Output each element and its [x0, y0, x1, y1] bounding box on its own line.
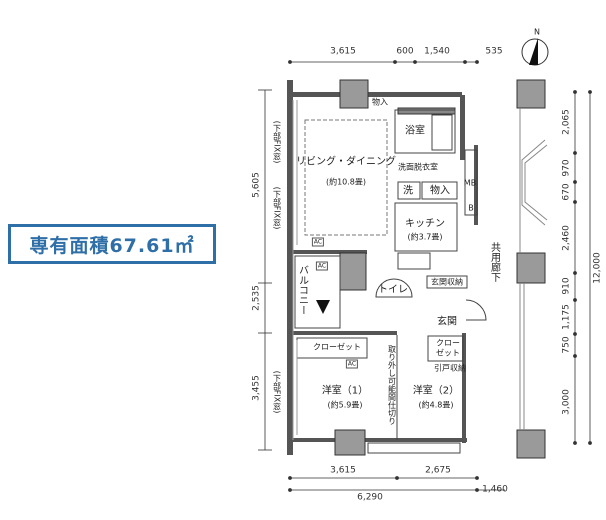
ac-label-balcony: AC — [315, 261, 329, 271]
washroom-label: 洗面脱衣室 — [398, 162, 438, 172]
room1-size: (約5.9畳) — [327, 400, 363, 410]
corridor-label: 共用廊下 — [488, 242, 500, 282]
kitchen-size: (約3.7畳) — [407, 232, 443, 242]
dim-right-5: 910 — [561, 277, 572, 295]
dim-left-3: 3,455 — [251, 375, 262, 401]
dim-right-4: 2,460 — [561, 225, 572, 251]
walls — [287, 80, 478, 455]
partition-label: 取り外し可能間仕切り — [387, 345, 397, 425]
compass-icon — [521, 38, 549, 66]
ac-label-room1: AC — [345, 359, 359, 369]
wash-label: 洗 — [403, 185, 413, 197]
dim-left-2: 2,535 — [251, 285, 262, 311]
kitchen-label: キッチン — [405, 218, 445, 230]
fix-window-label-2: (下部FIX窓) — [272, 186, 282, 230]
storage-top-label: 物入 — [372, 97, 388, 107]
b-label: B — [468, 203, 474, 213]
dim-top-4: 535 — [485, 46, 503, 57]
sliding-storage-label: 引戸収納 — [434, 363, 466, 373]
dim-bottom-4: 1,460 — [482, 484, 508, 495]
fix-window-label-3: (下部FIX窓) — [272, 370, 282, 414]
entrance-label: 玄関 — [437, 316, 457, 328]
entrance-storage-label: 玄関収納 — [431, 277, 463, 287]
room2-label: 洋室（2） — [412, 385, 460, 397]
dim-right-3: 670 — [561, 183, 572, 201]
dim-left-1: 5,605 — [251, 172, 262, 198]
mb-label: MB — [463, 178, 477, 188]
dim-top-1: 3,615 — [330, 46, 356, 57]
dim-right-6: 1,175 — [561, 304, 572, 330]
living-size: (約10.8畳) — [325, 177, 367, 187]
balcony-triangle-icon — [316, 300, 330, 314]
fix-window-label-1: (下部FIX窓) — [272, 120, 282, 164]
ac-label-living: AC — [311, 237, 325, 247]
living-label: リビング・ダイニング — [296, 156, 396, 168]
dim-right-2: 970 — [561, 159, 572, 177]
balcony-label: バルコニー — [296, 265, 308, 315]
dim-bottom-1: 3,615 — [330, 465, 356, 476]
dim-right-7: 750 — [561, 336, 572, 354]
closet2-label-b: ゼット — [436, 348, 460, 358]
dim-right-8: 3,000 — [561, 389, 572, 415]
columns — [334, 79, 546, 459]
dim-bottom-2: 2,675 — [425, 465, 451, 476]
closet1-label: クローゼット — [313, 342, 361, 352]
room2-size: (約4.8畳) — [418, 400, 454, 410]
bath-label: 浴室 — [405, 125, 425, 137]
dim-right-total: 12,000 — [592, 252, 603, 284]
closet2-label-a: クロー — [436, 338, 460, 348]
dim-bottom-3: 6,290 — [357, 492, 383, 503]
storage-mid-label: 物入 — [430, 185, 450, 197]
toilet-label: トイレ — [378, 284, 408, 296]
dim-right-1: 2,065 — [561, 109, 572, 135]
area-badge: 専有面積67.61㎡ — [8, 224, 216, 264]
dim-top-2: 600 — [396, 46, 414, 57]
compass-label: N — [534, 27, 540, 37]
room1-label: 洋室（1） — [321, 385, 369, 397]
interior-lines — [292, 100, 548, 454]
dimension-lines — [258, 60, 592, 492]
dim-top-3: 1,540 — [424, 46, 450, 57]
